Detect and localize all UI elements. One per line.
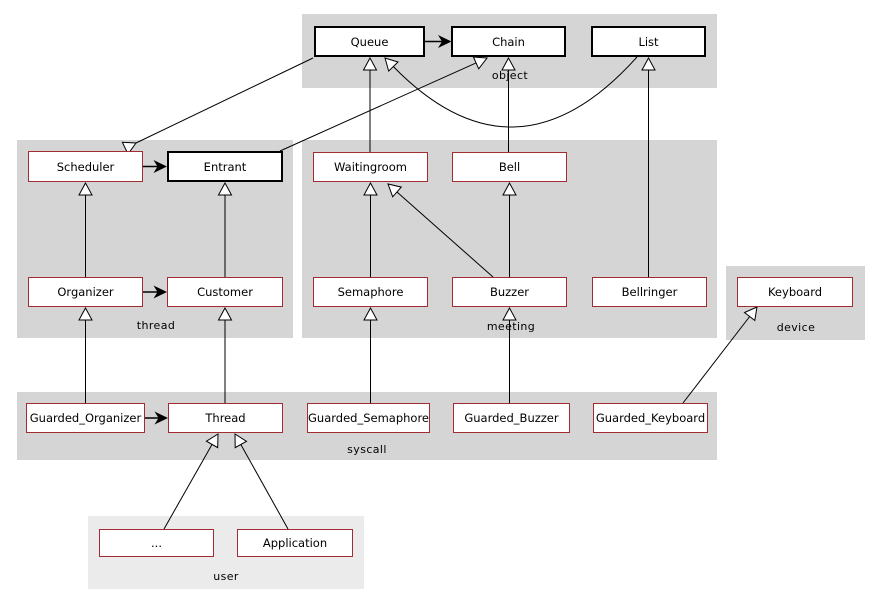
class-bell[interactable]: Bell: [452, 152, 567, 182]
package-label-thread: thread: [136, 319, 176, 332]
class-scheduler[interactable]: Scheduler: [28, 151, 143, 182]
class-bellringer[interactable]: Bellringer: [592, 277, 707, 307]
class-guarded-buzzer[interactable]: Guarded_Buzzer: [453, 403, 570, 433]
class-organizer[interactable]: Organizer: [28, 277, 143, 307]
class-keyboard[interactable]: Keyboard: [737, 277, 853, 307]
class-chain[interactable]: Chain: [451, 26, 566, 57]
class-application[interactable]: Application: [237, 529, 353, 557]
package-label-object: object: [491, 69, 529, 82]
package-label-meeting: meeting: [486, 320, 536, 333]
class-list[interactable]: List: [591, 26, 706, 57]
package-label-syscall: syscall: [347, 443, 387, 456]
class-queue[interactable]: Queue: [314, 26, 425, 57]
package-label-device: device: [776, 321, 816, 334]
class-ellipsis[interactable]: ...: [99, 529, 214, 557]
class-entrant[interactable]: Entrant: [167, 151, 283, 182]
class-buzzer[interactable]: Buzzer: [452, 277, 567, 307]
class-guarded-keyboard[interactable]: Guarded_Keyboard: [593, 403, 708, 433]
class-customer[interactable]: Customer: [167, 277, 283, 307]
class-guarded-semaphore[interactable]: Guarded_Semaphore: [307, 403, 430, 433]
class-semaphore[interactable]: Semaphore: [313, 277, 428, 307]
class-thread[interactable]: Thread: [168, 403, 283, 433]
class-guarded-organizer[interactable]: Guarded_Organizer: [26, 403, 145, 433]
class-waitingroom[interactable]: Waitingroom: [313, 152, 428, 182]
package-label-user: user: [213, 570, 239, 583]
